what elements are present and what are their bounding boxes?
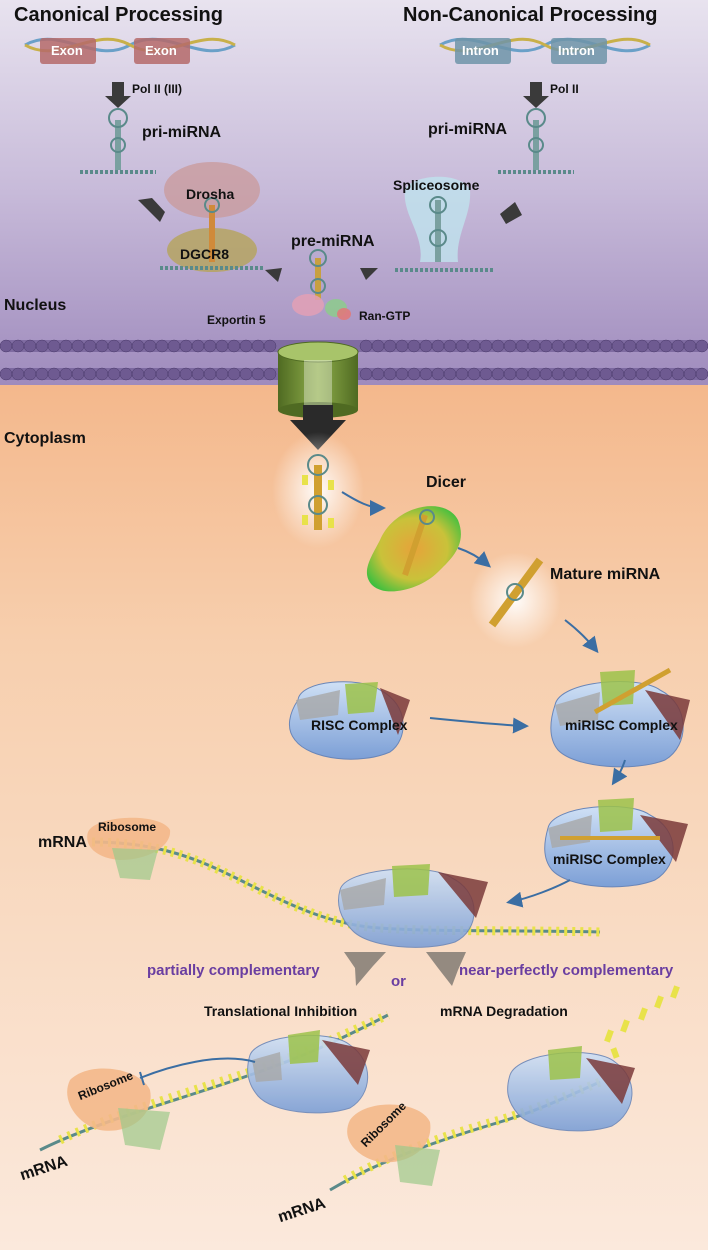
or-label: or (391, 973, 406, 990)
ribosome-label-1: Ribosome (98, 820, 157, 834)
mrna-strand-main (87, 817, 601, 937)
ran-gtp-label: Ran-GTP (359, 309, 411, 323)
nuclear-pore (277, 341, 359, 450)
exon-label-2: Exon (145, 43, 177, 58)
partially-complementary-label: partially complementary (147, 962, 320, 979)
risc-complex (288, 681, 410, 760)
drosha-label: Drosha (186, 186, 235, 202)
mature-mirna-label: Mature miRNA (550, 566, 661, 583)
mirisc-complex-1 (550, 667, 690, 768)
translational-inhibition-label: Translational Inhibition (204, 1003, 358, 1019)
dicer (366, 506, 461, 592)
pre-mirna-label: pre-miRNA (291, 233, 375, 250)
exon-label-1: Exon (51, 43, 83, 58)
mirisc-complex-2 (544, 798, 688, 888)
translational-inhibition-panel (39, 1010, 390, 1152)
nucleus-label: Nucleus (4, 297, 67, 314)
pri-mirna-left-label: pri-miRNA (142, 124, 222, 141)
mirisc-complex-label-2: miRISC Complex (553, 851, 666, 867)
intron-label-2: Intron (558, 43, 595, 58)
pol-non-canonical-label: Pol II (550, 82, 579, 96)
pri-mirna-right-label: pri-miRNA (428, 121, 508, 138)
near-perfectly-complementary-label: near-perfectly complementary (459, 962, 674, 979)
mature-mirna (469, 552, 561, 648)
mrna-degradation-label: mRNA Degradation (440, 1003, 568, 1019)
spliceosome-label: Spliceosome (393, 177, 480, 193)
intron-label-1: Intron (462, 43, 499, 58)
canonical-heading: Canonical Processing (14, 4, 223, 26)
dgcr8-label: DGCR8 (180, 246, 230, 262)
pol-canonical-label: Pol II (III) (132, 82, 182, 96)
mrna-degradation-panel (329, 985, 680, 1192)
mirisc-on-mrna (338, 864, 488, 948)
mrna-label-1: mRNA (38, 834, 87, 851)
cytoplasmic-pre-mirna (272, 432, 364, 548)
risc-complex-label: RISC Complex (311, 717, 408, 733)
nuclear-membrane (0, 339, 708, 381)
pre-mirna-export (292, 249, 351, 320)
dicer-label: Dicer (426, 474, 467, 491)
spliceosome (395, 176, 495, 272)
non-canonical-heading: Non-Canonical Processing (403, 4, 658, 26)
mirisc-complex-label-1: miRISC Complex (565, 717, 678, 733)
exportin-label: Exportin 5 (207, 313, 266, 327)
cytoplasm-label: Cytoplasm (4, 430, 86, 447)
drosha-dgcr8 (160, 162, 265, 272)
